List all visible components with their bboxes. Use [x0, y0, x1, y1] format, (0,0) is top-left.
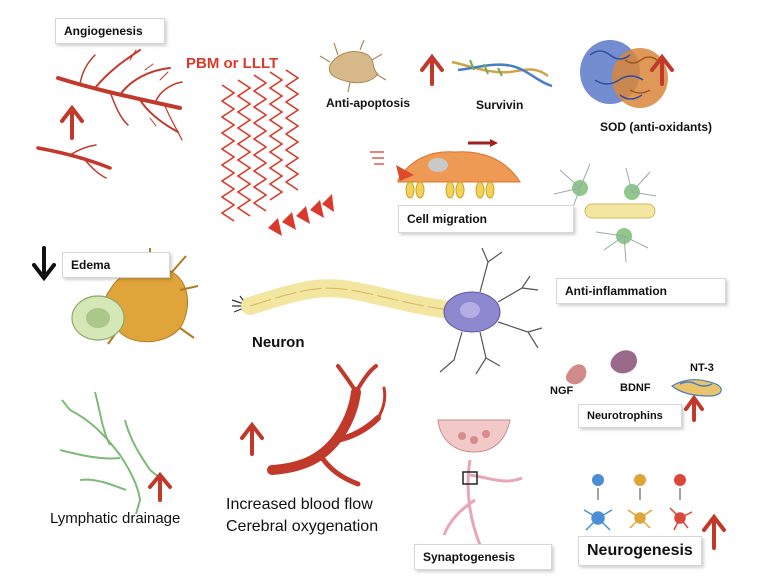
synaptogenesis-label: Synaptogenesis: [414, 544, 552, 570]
up-arrow-lymphatic: [148, 471, 172, 502]
synapse-illustration: [437, 419, 523, 546]
blood-flow-label: Increased blood flow: [226, 496, 373, 513]
sod-label: SOD (anti-oxidants): [600, 120, 713, 134]
neurotrophins-label: Neurotrophins: [578, 404, 682, 428]
up-arrow-neurotrophins: [684, 394, 704, 422]
edema-label: Edema: [62, 252, 170, 278]
bdnf-label: BDNF: [620, 382, 651, 394]
anti-inflammation-label: Anti-inflammation: [556, 278, 726, 304]
laser-beams: [220, 69, 300, 222]
neuron-label: Neuron: [252, 334, 305, 351]
anti-apoptosis-label: Anti-apoptosis: [326, 96, 410, 110]
pbm-label: PBM or LLLT: [186, 55, 279, 72]
up-arrow-angiogenesis: [60, 104, 84, 140]
survivin-label: Survivin: [476, 98, 524, 112]
sod-protein: [580, 40, 668, 108]
up-arrow-neurogenesis: [702, 513, 726, 550]
decrease-arrow-edema: [32, 246, 56, 282]
laser-arrowheads: [268, 194, 334, 236]
cerebral-blood-vessel: [267, 364, 387, 487]
lymphatic-drainage-label: Lymphatic drainage: [50, 510, 181, 527]
angiogenesis-label: Angiogenesis: [55, 18, 165, 44]
neurogenesis-label: Neurogenesis: [578, 536, 702, 566]
angiogenesis-vessels: [36, 49, 183, 179]
up-arrow-anti-apoptosis: [420, 53, 444, 86]
ngf-label: NGF: [550, 385, 574, 397]
cell-migration-label: Cell migration: [398, 205, 574, 233]
lymphatic-network: [59, 391, 161, 515]
increase-arrows: [60, 53, 726, 550]
nt3-label: NT-3: [690, 362, 714, 374]
neuron-illustration: [231, 247, 543, 375]
migrating-cell: [370, 139, 521, 199]
neurotrophin-proteins: [565, 350, 722, 397]
up-arrow-sod: [650, 53, 674, 86]
neurogenesis-cells: [583, 474, 693, 531]
apoptotic-cell: [319, 39, 387, 93]
oxygenation-label: Cerebral oxygenation: [226, 518, 379, 535]
survivin-protein: [451, 59, 553, 88]
glia-cells: [553, 163, 657, 263]
up-arrow-blood-flow: [240, 421, 264, 456]
